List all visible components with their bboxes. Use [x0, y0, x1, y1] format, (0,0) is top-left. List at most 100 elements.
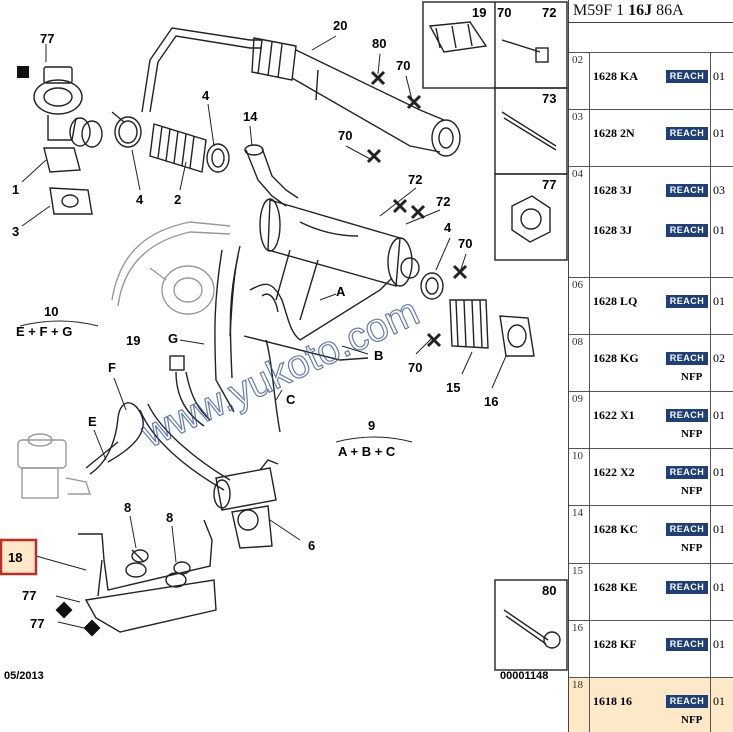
- column-divider: [710, 335, 711, 391]
- nfp-note: NFP: [681, 428, 703, 440]
- variant-code: 86A: [656, 2, 684, 19]
- callout-14: 14: [243, 109, 258, 124]
- column-divider: [710, 621, 711, 677]
- part-number[interactable]: 1618 16: [593, 694, 632, 708]
- callout-72: 72: [408, 172, 422, 187]
- callout-77: 77: [30, 616, 44, 631]
- leader-lines: [19, 35, 507, 629]
- corrugated-hose-15: [449, 299, 489, 349]
- row-index: 06: [572, 279, 583, 291]
- part-number[interactable]: 1628 KG: [593, 351, 639, 365]
- hose-clip-4a: [111, 111, 142, 148]
- row-index: 08: [572, 336, 583, 348]
- vacuum-hose-g: [214, 249, 281, 433]
- marker-77c: [83, 619, 101, 637]
- callout-4: 4: [202, 88, 210, 103]
- part-number[interactable]: 1622 X2: [593, 465, 635, 479]
- column-divider: [589, 564, 590, 620]
- parts-row-15[interactable]: 15 1628 KE REACH 01: [569, 563, 733, 620]
- nfp-note: NFP: [681, 714, 703, 726]
- part-number[interactable]: 1628 KF: [593, 637, 637, 651]
- column-divider: [589, 167, 590, 277]
- hose-clip-4c: [420, 272, 444, 300]
- engine-code: 16J: [628, 2, 653, 19]
- column-divider: [589, 110, 590, 166]
- callout-f: F: [108, 360, 116, 375]
- callout-15: 15: [446, 380, 460, 395]
- callout-8: 8: [166, 510, 173, 525]
- quantity: 01: [713, 408, 725, 422]
- damper-8a: [125, 549, 149, 578]
- part-number[interactable]: 1628 2N: [593, 126, 635, 140]
- callout-g: G: [168, 331, 178, 346]
- reach-badge: REACH: [666, 224, 708, 237]
- callout-16: 16: [484, 394, 498, 409]
- column-divider: [589, 278, 590, 334]
- part-number[interactable]: 1628 KE: [593, 580, 638, 594]
- quantity: 01: [713, 694, 725, 708]
- gasket-3: [49, 187, 93, 215]
- column-divider: [710, 392, 711, 448]
- column-divider: [710, 110, 711, 166]
- inset-box-77: [494, 173, 568, 261]
- reach-badge: REACH: [666, 581, 708, 594]
- quantity: 01: [713, 223, 725, 237]
- corrugated-hose-2: [149, 123, 207, 173]
- reach-badge: REACH: [666, 523, 708, 536]
- inset-label-77: 77: [542, 177, 556, 192]
- row-index: 18: [572, 679, 583, 691]
- column-divider: [589, 335, 590, 391]
- quantity: 01: [713, 580, 725, 594]
- column-divider: [710, 278, 711, 334]
- quantity: 01: [713, 126, 725, 140]
- inset-label-80: 80: [542, 583, 556, 598]
- part-number[interactable]: 1622 X1: [593, 408, 635, 422]
- part-number[interactable]: 1628 3J: [593, 223, 632, 237]
- callout-4: 4: [136, 192, 144, 207]
- nfp-note: NFP: [681, 371, 703, 383]
- parts-row-03[interactable]: 03 1628 2N REACH 01: [569, 109, 733, 166]
- egr-cooler: [259, 198, 420, 321]
- part-number[interactable]: 1628 3J: [593, 183, 632, 197]
- row-index: 15: [572, 565, 583, 577]
- reach-badge: REACH: [666, 409, 708, 422]
- column-divider: [710, 564, 711, 620]
- vacuum-hose-e: [85, 402, 144, 475]
- part-number[interactable]: 1628 KA: [593, 69, 638, 83]
- column-divider: [589, 621, 590, 677]
- reach-badge: REACH: [666, 70, 708, 83]
- column-divider: [710, 678, 711, 732]
- part-number[interactable]: 1628 LQ: [593, 294, 638, 308]
- quantity: 01: [713, 637, 725, 651]
- gasket-16: [499, 315, 535, 357]
- callout-8: 8: [124, 500, 131, 515]
- reach-badge: REACH: [666, 295, 708, 308]
- quantity: 03: [713, 183, 725, 197]
- column-divider: [589, 506, 590, 563]
- inset-box-80: [494, 579, 568, 671]
- callout-9-formula: A + B + C: [338, 444, 396, 459]
- column-divider: [589, 678, 590, 732]
- fasteners: [366, 70, 468, 348]
- row-index: 03: [572, 111, 583, 123]
- reach-badge: REACH: [666, 695, 708, 708]
- column-divider: [710, 53, 711, 109]
- nfp-note: NFP: [681, 542, 703, 554]
- reach-badge: REACH: [666, 127, 708, 140]
- column-divider: [710, 449, 711, 505]
- reach-badge: REACH: [666, 184, 708, 197]
- callout-1: 1: [12, 182, 19, 197]
- reach-badge: REACH: [666, 352, 708, 365]
- pipe-14: [244, 144, 299, 207]
- callout-10: 10: [44, 304, 58, 319]
- part-number[interactable]: 1628 KC: [593, 522, 638, 536]
